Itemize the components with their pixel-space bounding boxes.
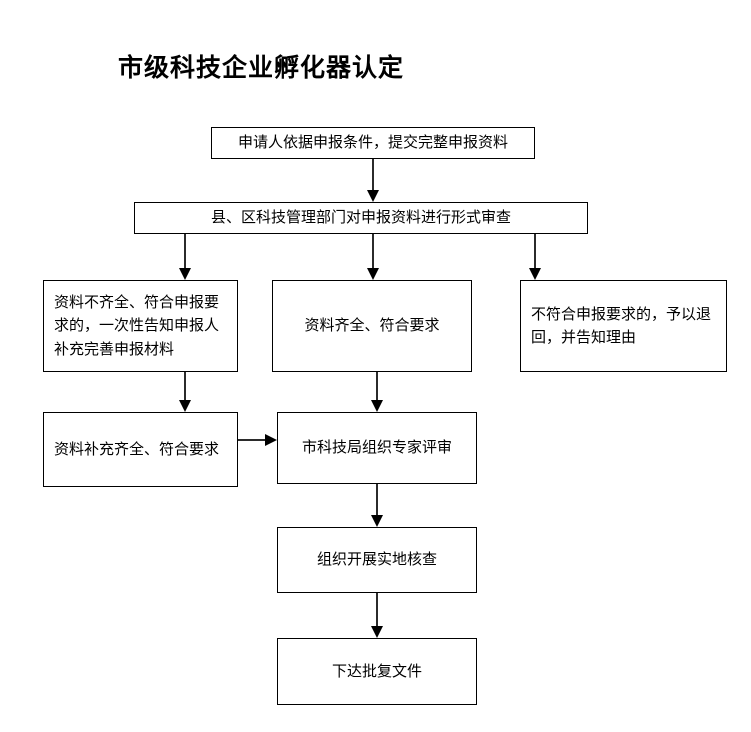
edge-formal-review-to-complete — [367, 234, 379, 280]
node-incomplete-label: 资料不齐全、符合申报要求的，一次性告知申报人补充完善申报材料 — [54, 293, 220, 358]
edge-complete-to-expert-review — [371, 372, 383, 412]
edge-supplemented-to-expert-review — [238, 434, 277, 446]
edge-incomplete-to-supplemented — [179, 372, 191, 412]
node-expert-review[interactable]: 市科技局组织专家评审 — [277, 412, 477, 484]
node-rejected[interactable]: 不符合申报要求的，予以退回，并告知理由 — [520, 280, 727, 372]
node-rejected-label: 不符合申报要求的，予以退回，并告知理由 — [531, 304, 712, 346]
edge-onsite-check-to-approval-doc — [371, 593, 383, 638]
node-apply-label: 申请人依据申报条件，提交完整申报资料 — [237, 133, 508, 152]
node-formal-review[interactable]: 县、区科技管理部门对申报资料进行形式审查 — [134, 202, 588, 234]
node-approval-doc[interactable]: 下达批复文件 — [277, 638, 477, 705]
node-supplemented-label: 资料补充齐全、符合要求 — [54, 439, 220, 458]
node-approval-doc-label: 下达批复文件 — [331, 661, 422, 680]
node-supplemented[interactable]: 资料补充齐全、符合要求 — [43, 412, 238, 487]
edge-expert-review-to-onsite-check — [371, 484, 383, 527]
edge-formal-review-to-rejected — [529, 234, 541, 280]
node-incomplete[interactable]: 资料不齐全、符合申报要求的，一次性告知申报人补充完善申报材料 — [43, 280, 238, 372]
node-apply[interactable]: 申请人依据申报条件，提交完整申报资料 — [211, 127, 535, 159]
node-onsite-check[interactable]: 组织开展实地核查 — [277, 527, 477, 593]
edge-formal-review-to-incomplete — [179, 234, 191, 280]
node-complete[interactable]: 资料齐全、符合要求 — [272, 280, 472, 372]
node-onsite-check-label: 组织开展实地核查 — [316, 550, 437, 569]
page-title: 市级科技企业孵化器认定 — [118, 53, 405, 82]
edge-apply-to-formal-review — [367, 159, 379, 202]
node-complete-label: 资料齐全、符合要求 — [304, 316, 440, 335]
node-expert-review-label: 市科技局组织专家评审 — [301, 438, 452, 457]
node-formal-review-label: 县、区科技管理部门对申报资料进行形式审查 — [210, 208, 511, 227]
